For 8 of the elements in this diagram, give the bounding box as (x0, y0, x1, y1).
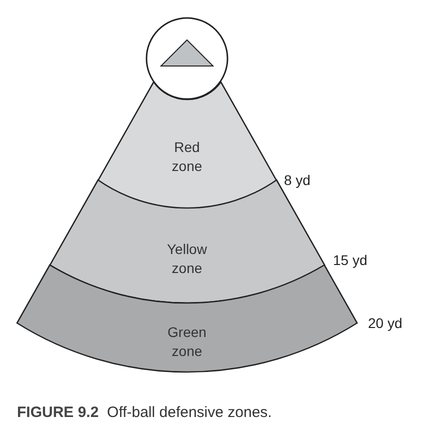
zone-label: Red zone (170, 138, 204, 176)
zone-band (98, 82, 276, 208)
distance-label: 20 yd (368, 315, 402, 331)
zone-label: Green zone (166, 323, 208, 361)
distance-label: 15 yd (333, 252, 368, 268)
zone-label: Yellow zone (166, 240, 208, 278)
distance-label: 8 yd (284, 172, 310, 188)
figure-caption: FIGURE 9.2 Off-ball defensive zones. (17, 404, 272, 421)
